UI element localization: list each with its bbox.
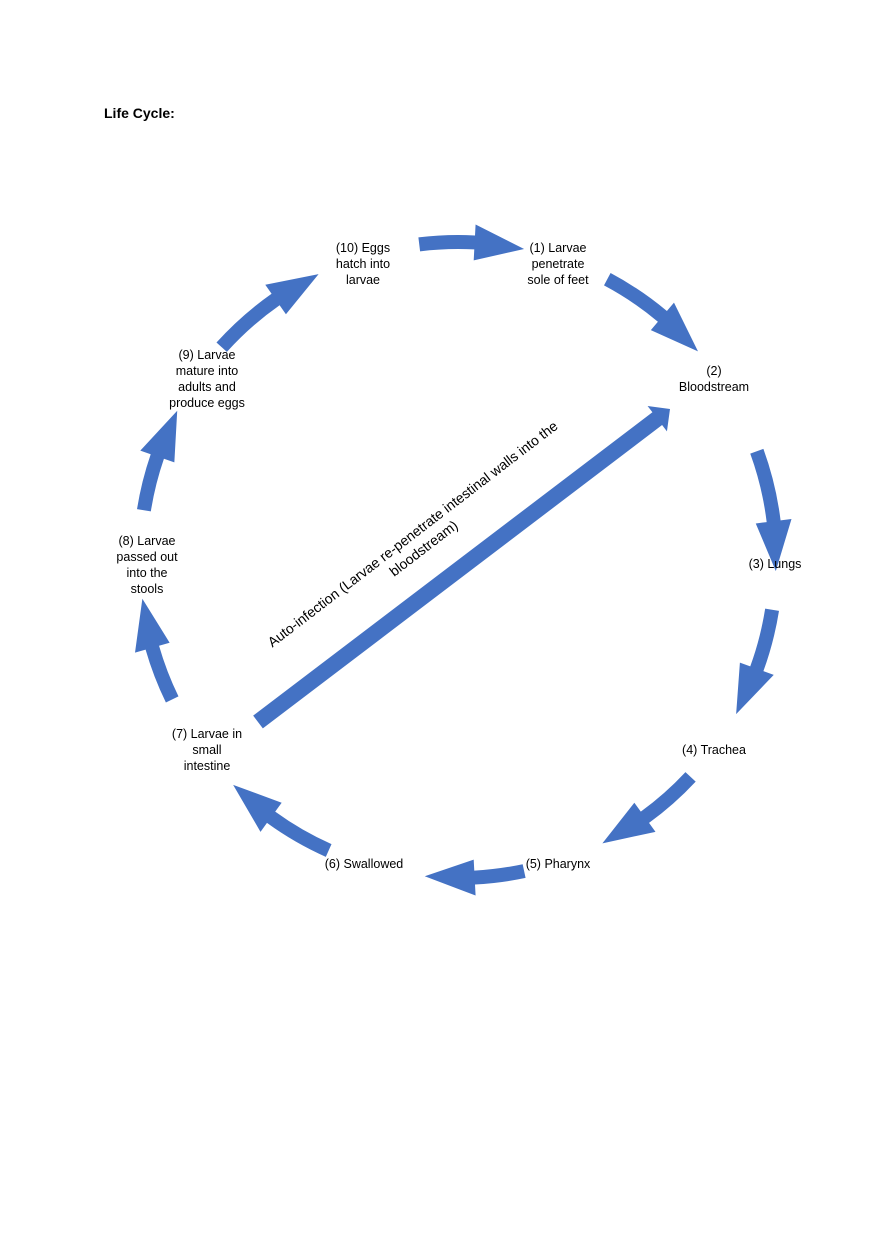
stage-label-line: (1) Larvae	[529, 241, 587, 255]
arrow-4-to-5	[602, 772, 696, 844]
stage-label-line: passed out	[116, 550, 178, 564]
stage-label-line: (10) Eggs	[335, 241, 391, 255]
stage-label-4: (4) Trachea	[682, 742, 746, 758]
stage-label-7: (7) Larvae in small intestine	[172, 726, 242, 774]
page-heading: Life Cycle:	[104, 105, 175, 121]
stage-label-line: (9) Larvae	[178, 348, 236, 362]
arrow-1-to-2	[604, 273, 698, 352]
stage-label-line: stools	[130, 582, 164, 596]
arrow-6-to-7	[233, 784, 332, 857]
arrow-3-to-4	[736, 608, 779, 715]
arrow-5-to-6	[424, 859, 526, 896]
stage-label-line: (3) Lungs	[748, 557, 802, 571]
stage-label-line: (6) Swallowed	[324, 857, 404, 871]
stage-label-line: (8) Larvae	[118, 534, 176, 548]
stage-label-line: (4) Trachea	[682, 743, 746, 757]
stage-label-line: into the	[126, 566, 168, 580]
stage-label-line: adults and	[178, 380, 236, 394]
cycle-arrows	[135, 224, 792, 896]
arrow-8-to-9	[137, 410, 178, 512]
stage-label-line: sole of feet	[527, 273, 589, 287]
stage-label-line: intestine	[183, 759, 231, 773]
stage-label-line: small	[192, 743, 222, 757]
stage-label-line: Bloodstream	[678, 380, 750, 394]
stage-label-2: (2) Bloodstream	[679, 363, 749, 395]
arrow-9-to-10	[216, 274, 319, 352]
arrow-2-to-3	[750, 448, 792, 572]
stage-label-10: (10) Eggs hatch into larvae	[336, 240, 390, 288]
stage-label-8: (8) Larvae passed out into the stools	[116, 533, 177, 597]
stage-label-line: larvae	[345, 273, 381, 287]
stage-label-6: (6) Swallowed	[325, 856, 404, 872]
stage-label-line: (5) Pharynx	[525, 857, 591, 871]
arrow-7-to-8	[135, 598, 179, 703]
arrow-10-to-1	[418, 224, 525, 261]
stage-label-line: mature into	[175, 364, 239, 378]
stage-label-line: produce eggs	[169, 396, 245, 410]
stage-label-3: (3) Lungs	[749, 556, 802, 572]
stage-label-line: (7) Larvae in	[171, 727, 243, 741]
stage-label-9: (9) Larvae mature into adults and produce e…	[169, 347, 245, 411]
stage-label-line: hatch into	[335, 257, 391, 271]
auto-infection-arrow	[253, 405, 670, 729]
stage-label-5: (5) Pharynx	[526, 856, 591, 872]
stage-label-line: penetrate	[531, 257, 585, 271]
stage-label-line: (2)	[706, 364, 722, 378]
stage-label-1: (1) Larvae penetrate sole of feet	[527, 240, 588, 288]
